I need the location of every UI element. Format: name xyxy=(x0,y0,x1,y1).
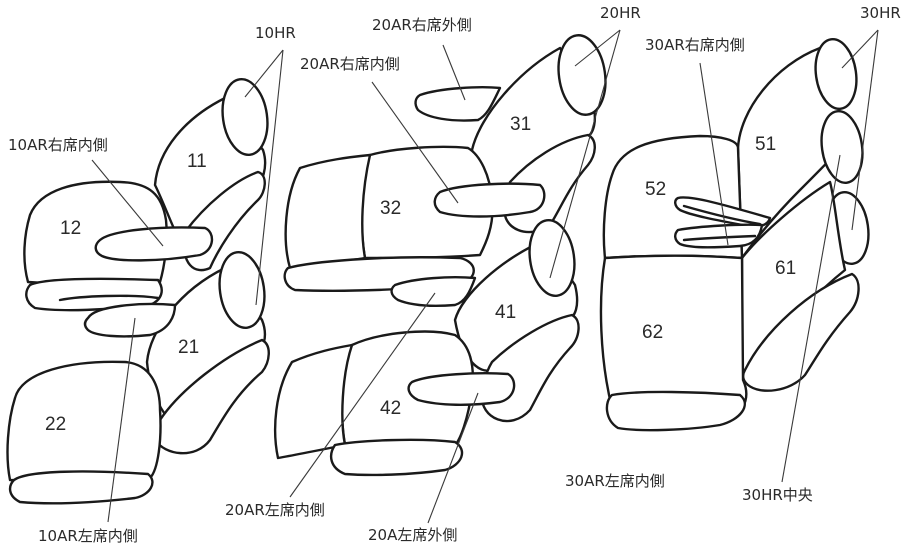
callout-30hr-center: 30HR中央 xyxy=(742,486,813,504)
callout-20a-left-outer: 20A左席外側 xyxy=(368,526,457,544)
headrest-30hr-right xyxy=(814,38,858,110)
callout-10hr: 10HR xyxy=(255,24,296,42)
armrest-10ar-left-inner xyxy=(83,302,177,338)
leader-10ar-left-inner xyxy=(107,317,136,523)
callout-10ar-left-inner: 10AR左席内側 xyxy=(38,527,138,545)
part-number-41: 41 xyxy=(495,302,516,323)
seat-61-side-bolster xyxy=(741,272,860,392)
leader-10ar-right-inner xyxy=(91,159,164,247)
callout-10ar-right-inner: 10AR右席内側 xyxy=(8,136,108,154)
callout-30ar-left-inner: 30AR左席内側 xyxy=(565,472,665,490)
armrest-30ar-inner-edge-lower xyxy=(682,234,757,242)
armrest-20ar-left-inner xyxy=(390,276,477,307)
part-number-11: 11 xyxy=(187,151,207,172)
part-number-31: 31 xyxy=(510,114,531,135)
part-numbers: 11 12 21 22 31 32 41 42 51 52 61 62 xyxy=(45,114,796,435)
leader-20hr-b xyxy=(549,29,621,279)
leader-30hr-a xyxy=(841,29,879,69)
leader-20ar-right-outer xyxy=(442,44,466,101)
callout-30ar-right-inner: 30AR右席内側 xyxy=(645,36,745,54)
seat-42-left-panel xyxy=(274,343,354,460)
armrest-30ar-right-inner-lower xyxy=(674,223,764,249)
leader-20ar-left-inner xyxy=(289,292,436,498)
leader-30ar-right-inner xyxy=(699,62,729,246)
third-row-bench xyxy=(599,38,870,432)
callout-20ar-right-outer: 20AR右席外側 xyxy=(372,16,472,34)
part-number-42: 42 xyxy=(380,398,401,419)
callout-20ar-right-inner: 20AR右席内側 xyxy=(300,55,400,73)
part-number-21: 21 xyxy=(178,337,199,358)
leader-20a-left-outer xyxy=(427,392,479,524)
seat-32-left-panel xyxy=(284,153,372,270)
second-row-left-seat xyxy=(274,219,580,477)
leader-20hr-a xyxy=(574,29,621,67)
leader-30hr-b xyxy=(851,29,879,231)
armrest-30ar-inner-edge-upper xyxy=(682,204,762,226)
part-number-51: 51 xyxy=(755,134,776,155)
callout-labels: 10HR 10AR右席内側 10AR左席内側 20AR右席外側 20AR右席内側… xyxy=(8,4,901,545)
headrest-30hr-center xyxy=(820,110,864,184)
seat-42-cushion-front xyxy=(329,438,464,477)
part-number-62: 62 xyxy=(642,322,663,343)
headrest-10hr-rear xyxy=(218,251,266,329)
seat-62-cushion-front xyxy=(605,390,746,432)
part-number-12: 12 xyxy=(60,218,81,239)
armrest-20ar-right-outer xyxy=(414,86,502,122)
callout-20hr: 20HR xyxy=(600,4,641,22)
leader-lines xyxy=(91,29,879,524)
part-number-32: 32 xyxy=(380,198,401,219)
seat-12-lower-edge xyxy=(58,294,160,302)
leader-10hr-a xyxy=(244,49,284,98)
front-left-seat xyxy=(6,251,270,505)
leader-20ar-right-inner xyxy=(371,81,459,204)
armrest-20ar-right-inner xyxy=(433,182,546,218)
seat-22-cushion-front xyxy=(8,470,154,505)
part-number-61: 61 xyxy=(775,258,796,279)
armrest-20a-left-outer xyxy=(407,372,516,406)
headrest-10hr-front xyxy=(221,78,269,156)
leader-10hr-b xyxy=(255,49,284,306)
part-number-22: 22 xyxy=(45,414,66,435)
seat-part-62-cushion xyxy=(599,254,748,414)
callout-20ar-left-inner: 20AR左席内側 xyxy=(225,501,325,519)
leader-30hr-center xyxy=(781,154,841,483)
front-right-seat xyxy=(23,78,269,312)
callout-30hr: 30HR xyxy=(860,4,901,22)
armrest-10ar-right-inner xyxy=(94,226,214,262)
seat-part-22-cushion xyxy=(6,360,162,483)
headrest-20hr-lower xyxy=(528,219,576,297)
part-number-52: 52 xyxy=(645,179,666,200)
headrest-20hr-upper xyxy=(557,34,607,116)
second-row-right-seat xyxy=(283,34,607,292)
